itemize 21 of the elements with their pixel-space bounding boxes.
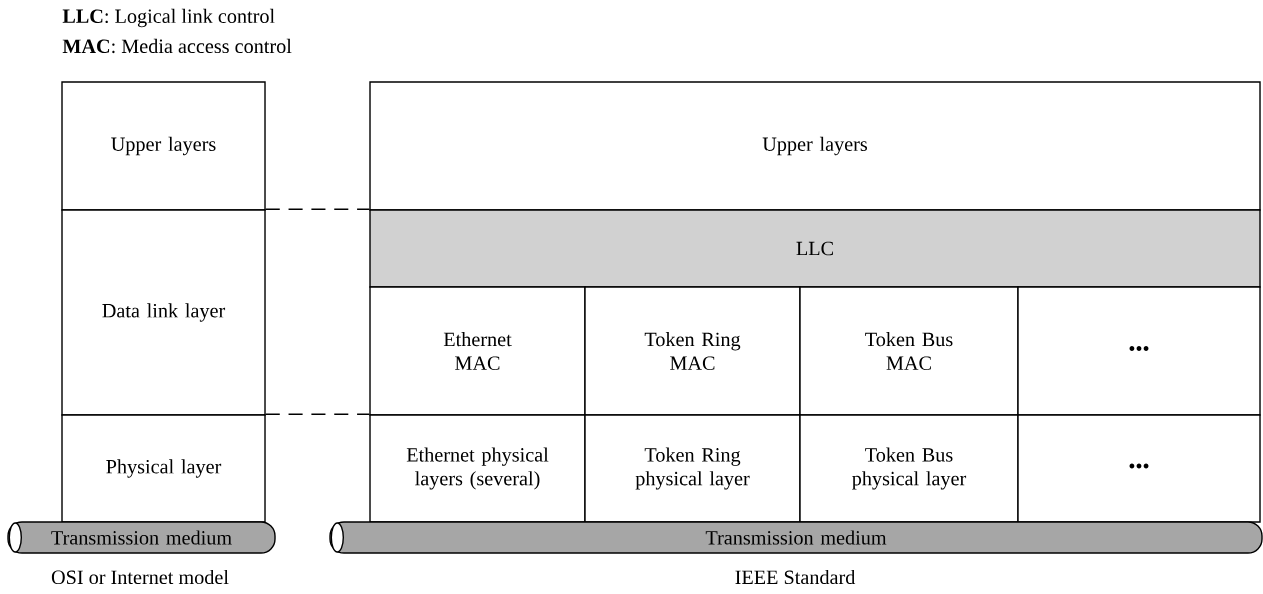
dashed-line bbox=[265, 208, 370, 210]
layer-box: Token Ring physical layer bbox=[584, 414, 801, 523]
layer-box: Token Ring MAC bbox=[584, 286, 801, 416]
caption: IEEE Standard bbox=[735, 569, 856, 585]
legend-text: LLC: Logical link control bbox=[62, 8, 275, 28]
dashed-line bbox=[265, 413, 370, 415]
layer-box: Ethernet physical layers (several) bbox=[369, 414, 586, 523]
layer-box: Upper layers bbox=[369, 81, 1261, 211]
layer-box: ••• bbox=[1017, 414, 1261, 523]
layer-box: LLC bbox=[369, 209, 1261, 288]
transmission-medium-tube: Transmission medium bbox=[329, 521, 1263, 554]
layer-box: Token Bus physical layer bbox=[799, 414, 1019, 523]
layer-box: ••• bbox=[1017, 286, 1261, 416]
layer-box: Upper layers bbox=[61, 81, 266, 211]
transmission-medium-tube: Transmission medium bbox=[7, 521, 276, 554]
legend-text: MAC: Media access control bbox=[62, 38, 292, 54]
layer-box: Data link layer bbox=[61, 209, 266, 416]
caption: OSI or Internet model bbox=[51, 569, 229, 585]
layer-box: Ethernet MAC bbox=[369, 286, 586, 416]
layer-box: Token Bus MAC bbox=[799, 286, 1019, 416]
layer-box: Physical layer bbox=[61, 414, 266, 523]
